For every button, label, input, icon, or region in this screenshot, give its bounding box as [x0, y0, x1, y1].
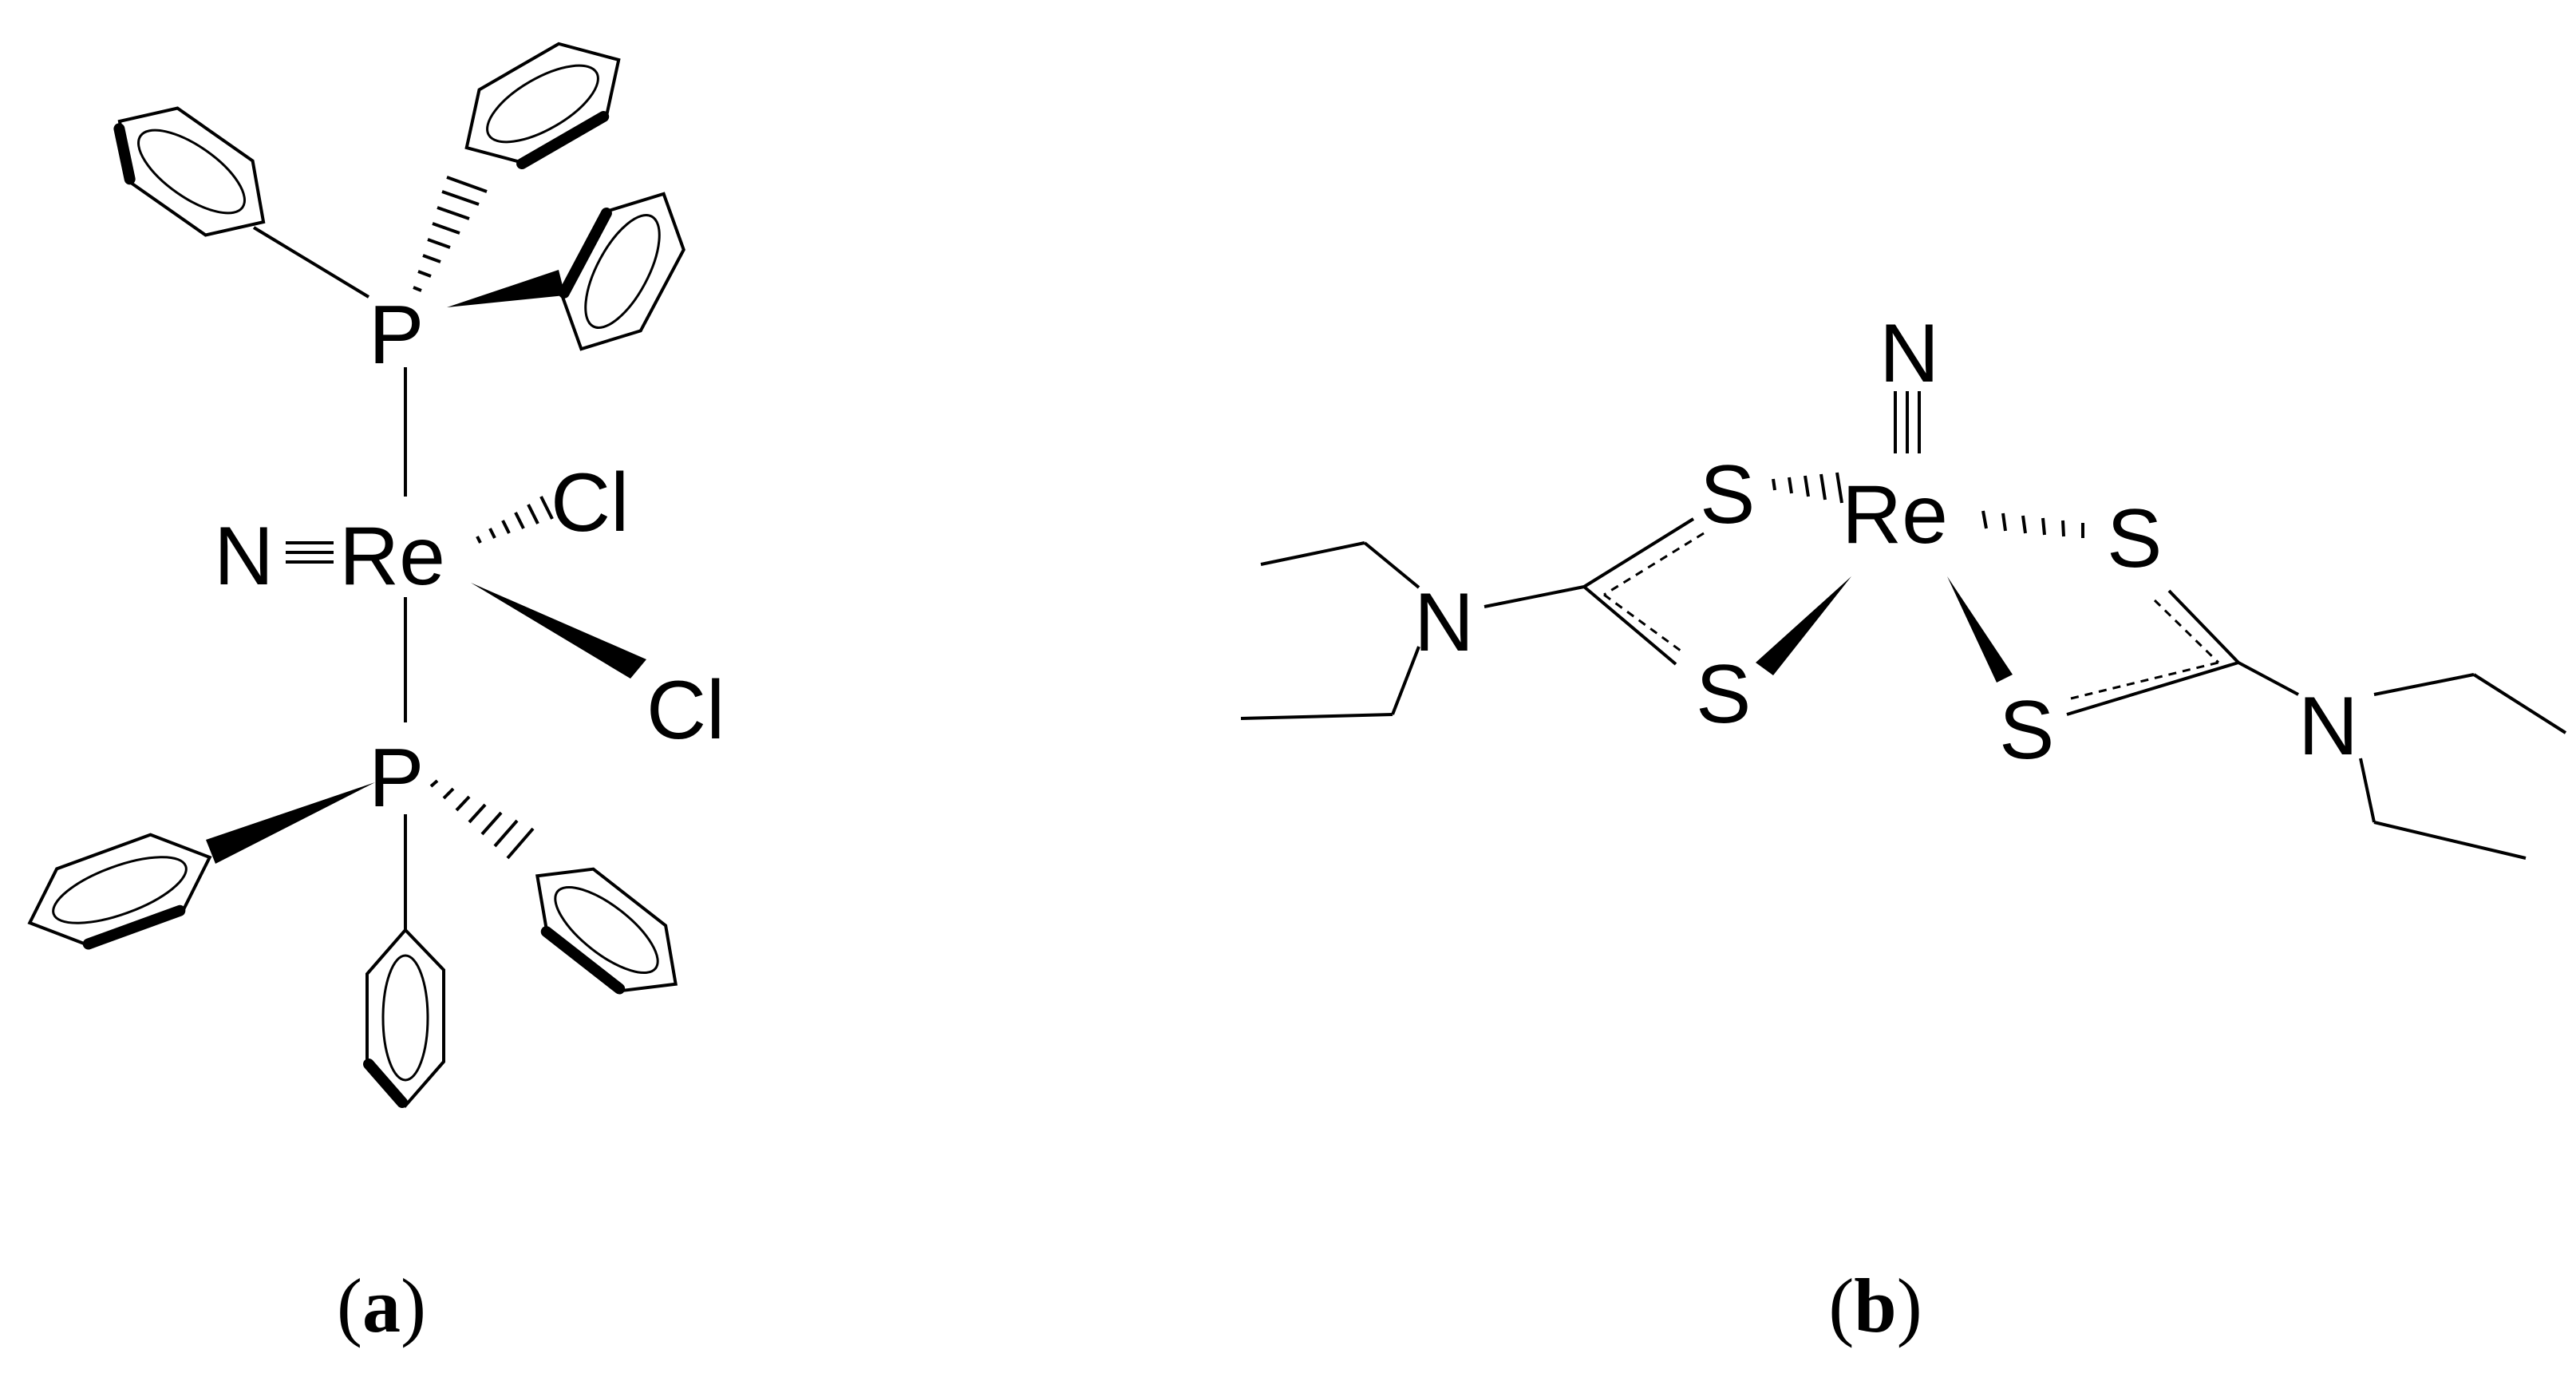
- caption-a-letter: a: [362, 1263, 401, 1348]
- bond-re-s2-wedge: [1756, 576, 1851, 675]
- bond-p-phenyl-left: [252, 226, 370, 299]
- ligand-left-chelate: [1484, 517, 1705, 666]
- caption-panel-b: (b): [1796, 1261, 1955, 1350]
- atom-s-lower-left: S: [1696, 648, 1751, 741]
- bond-re-cl-hashed: [476, 496, 554, 544]
- bond-p-phenyl-hashed-top: [413, 176, 488, 292]
- caption-b-open: (: [1828, 1263, 1855, 1348]
- atom-cl-top: Cl: [551, 457, 629, 549]
- bond-p-phenyl-wedge-top: [447, 270, 565, 307]
- ethyl-groups-right: [2359, 673, 2567, 860]
- bond-re-s4-wedge: [1947, 576, 2013, 683]
- bond-re-cl-wedge: [471, 583, 646, 679]
- caption-a-open: (: [337, 1263, 362, 1348]
- ligand-right-chelate: [2066, 589, 2299, 716]
- atom-n: N: [214, 510, 274, 603]
- bond-p-phenyl-wedge-bottom: [206, 782, 375, 864]
- atom-p-bottom: P: [369, 732, 424, 825]
- bond-re-s1-hashed: [1772, 472, 1843, 504]
- phenyl-ring-bottom-right: [535, 867, 678, 995]
- phenyl-ring-bottom-center: [363, 928, 445, 1108]
- ethyl-groups-left: [1240, 541, 1420, 720]
- bond-n-re-triple: [286, 541, 334, 564]
- phenyl-ring-top-right: [464, 42, 621, 170]
- phenyl-ring-right: [558, 192, 685, 351]
- caption-panel-a: (a): [302, 1261, 461, 1350]
- phenyl-ring-bottom-left: [27, 833, 212, 950]
- atom-p-top: P: [369, 289, 424, 382]
- atom-s-upper-right: S: [2107, 493, 2162, 585]
- atom-s-lower-right: S: [1999, 684, 2054, 777]
- caption-a-close: ): [401, 1263, 426, 1348]
- atom-re: Re: [339, 510, 445, 603]
- panel-a-structure: P N Re Cl Cl P: [27, 42, 725, 1108]
- atom-s-upper-left: S: [1700, 449, 1755, 541]
- atom-n-left: N: [1414, 576, 1474, 669]
- bond-re-s3-hashed: [1981, 510, 2084, 538]
- caption-b-letter: b: [1854, 1263, 1897, 1348]
- bond-p-phenyl-hashed-bottom: [429, 779, 535, 860]
- atom-n-top: N: [1879, 307, 1939, 400]
- caption-b-close: ): [1896, 1263, 1922, 1348]
- bond-re-n-triple: [1894, 391, 1921, 453]
- phenyl-ring-top-left: [113, 106, 266, 237]
- panel-b-structure: N Re S S S S N N: [1240, 307, 2567, 860]
- atom-re-b: Re: [1842, 469, 1948, 561]
- atom-cl-bottom: Cl: [646, 664, 725, 757]
- atom-n-right: N: [2298, 680, 2358, 773]
